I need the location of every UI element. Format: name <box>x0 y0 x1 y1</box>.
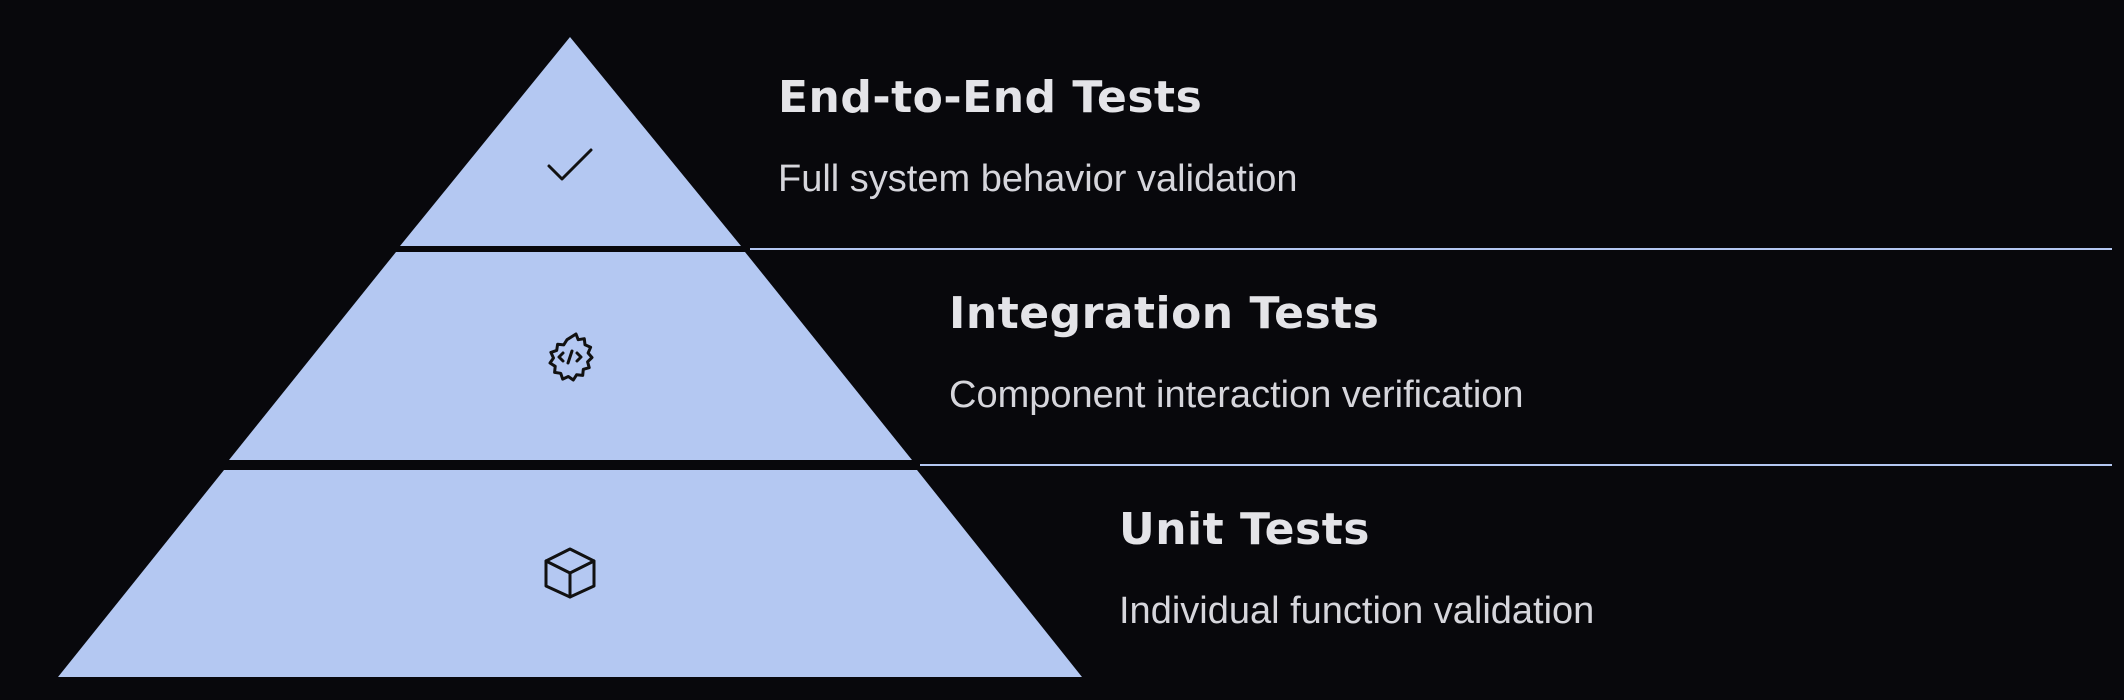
tier-title-end-to-end: End-to-End Tests <box>778 72 1203 123</box>
pyramid-tier-top <box>400 37 741 246</box>
tier-title-integration: Integration Tests <box>949 288 1380 339</box>
tier-description-end-to-end: Full system behavior validation <box>778 158 1298 200</box>
tier-description-unit: Individual function validation <box>1119 590 1595 632</box>
code-gear-icon <box>548 332 594 382</box>
tier-description-integration: Component interaction verification <box>949 374 1524 416</box>
cube-icon <box>544 547 596 599</box>
tier-title-unit: Unit Tests <box>1119 504 1370 555</box>
check-icon <box>547 148 593 181</box>
